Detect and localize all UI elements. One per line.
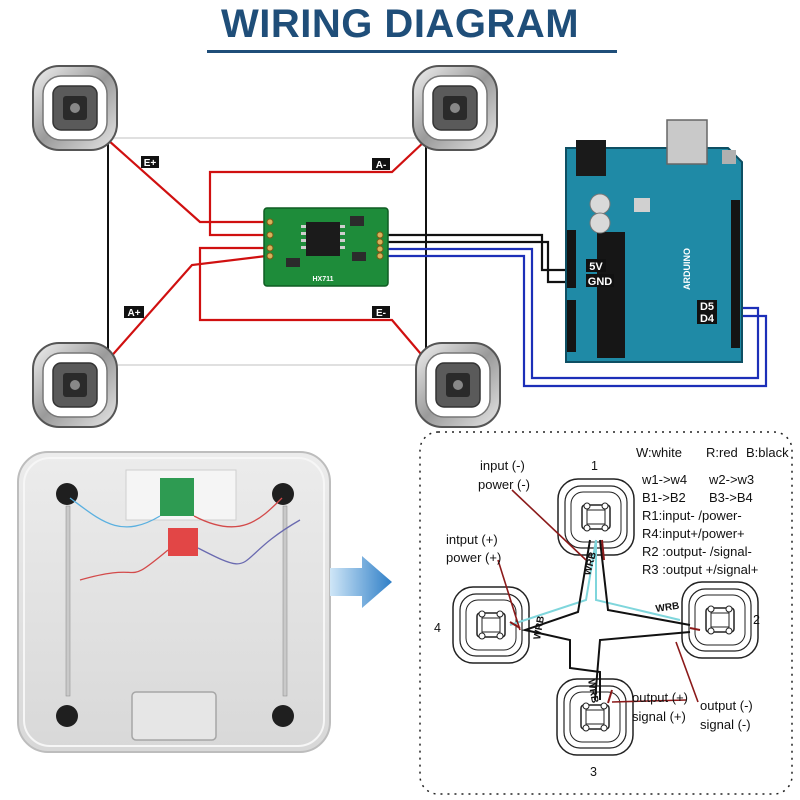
wire-code-4: WRB [532,615,547,640]
label-signal-plus: signal (+) [632,709,686,724]
tag-e-minus: E- [372,306,390,319]
diagram-title: WIRING DIAGRAM [220,2,580,46]
svg-text:E-: E- [376,308,386,319]
power-header [567,230,576,288]
legend-note-r1: R1:input- /power- [642,508,742,523]
label-signal-minus: signal (-) [700,717,751,732]
schematic-wires [509,539,701,704]
legend-note-r4: R4:input+/power+ [642,526,745,541]
arduino-board: ARDUINO 5V GND D5 D4 [565,119,743,363]
label-output-minus: output (-) [700,698,753,713]
arrow-icon [330,556,392,608]
legend: W:white R:red B:black w1->w4 w2->w3 B1->… [636,445,789,577]
svg-text:A-: A- [376,160,387,171]
schematic-box [419,431,793,795]
schematic-cell-2 [681,581,759,659]
svg-text:D4: D4 [700,313,715,325]
tag-a-plus: A+ [124,306,144,319]
pin-label-d5: D5 [697,300,717,313]
usb-port [666,119,708,165]
pin-label-5v: 5V [586,259,606,273]
label-power-plus: power (+) [446,550,501,565]
svg-text:E+: E+ [144,158,157,169]
wire-code-3: WRB [585,679,600,704]
legend-map-b3: B3->B4 [709,490,753,505]
sensor-number-1: 1 [591,459,598,473]
load-cell-bottom-left [32,342,118,428]
legend-white: W:white [636,445,682,460]
svg-text:GND: GND [588,276,613,288]
analog-header [567,300,576,352]
legend-note-r2: R2 :output- /signal- [642,544,752,559]
wire-code-2: WRB [655,601,680,615]
legend-black: B:black [746,445,789,460]
load-cell-top-right [412,65,498,151]
hx711-board: HX711 [263,207,389,287]
label-input-plus: intput (+) [446,532,498,547]
svg-text:D5: D5 [700,301,714,313]
atmega-chip [597,232,625,358]
svg-text:5V: 5V [589,261,603,273]
legend-map-w2: w2->w3 [708,472,754,487]
digital-header [731,200,740,348]
leader-lines [497,489,699,703]
pin-label-gnd: GND [586,274,614,288]
sensor-number-3: 3 [590,765,597,779]
label-power-minus: power (-) [478,477,530,492]
red-wires [107,139,427,361]
label-output-plus: output (+) [632,690,688,705]
hx711-label: HX711 [312,276,333,283]
legend-map-b1: B1->B2 [642,490,686,505]
sensor-number-4: 4 [434,621,441,635]
tag-e-plus: E+ [141,156,159,169]
tag-a-minus: A- [372,158,390,171]
scale-photo [17,451,331,753]
load-cell-top-left [32,65,118,151]
pin-label-d4: D4 [697,312,717,325]
label-input-minus: input (-) [480,458,525,473]
legend-map-w1: w1->w4 [641,472,687,487]
title-underline [207,50,617,53]
power-jack [576,140,606,176]
svg-text:A+: A+ [127,308,140,319]
sensor-number-2: 2 [753,613,760,627]
legend-red: R:red [706,445,738,460]
load-cell-bottom-right [415,342,501,428]
arduino-brand: ARDUINO [682,248,692,290]
legend-note-r3: R3 :output +/signal+ [642,562,758,577]
